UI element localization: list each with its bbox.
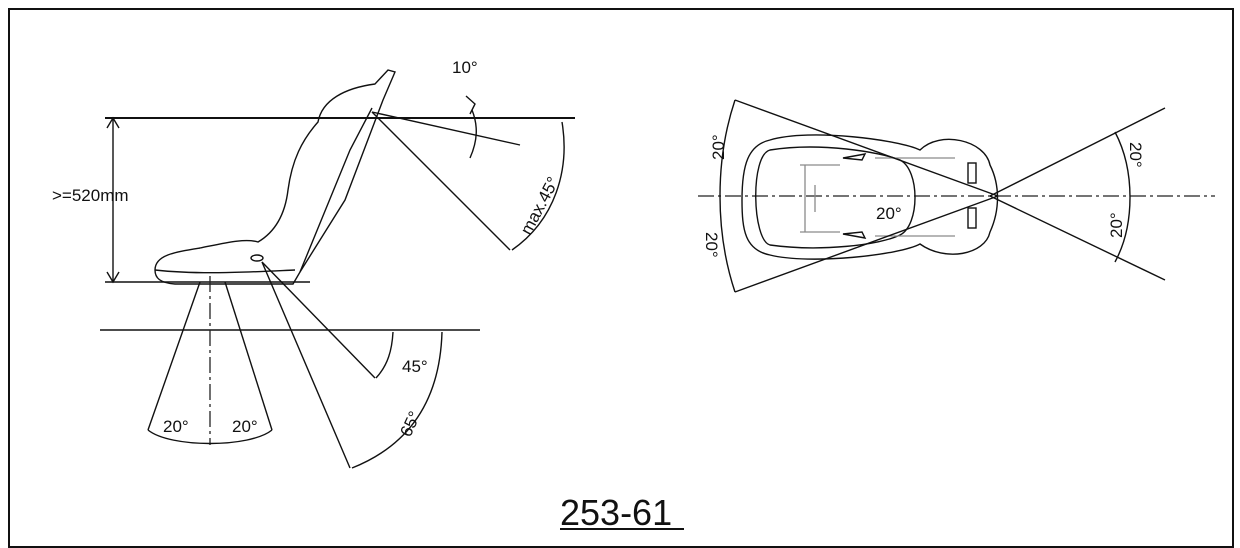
leg-right-angle-label: 20°: [232, 417, 258, 436]
leg-strap-right: [224, 281, 273, 431]
tilt-arrow: [465, 95, 476, 115]
height-arrow-bottom: [106, 271, 120, 284]
leg-left-angle-label: 20°: [163, 417, 189, 436]
leg-strap-left: [147, 281, 201, 431]
seat-inner-back: [299, 107, 373, 273]
seat-cushion-line: [154, 269, 296, 274]
headrest-outline: [800, 164, 840, 233]
rear-belt-arc: [719, 99, 736, 293]
front-belt-arc: [1114, 131, 1131, 263]
lap-belt-arc: [375, 331, 394, 379]
shoulder-harness-arc: [511, 121, 565, 251]
crotch-belt-line: [261, 261, 351, 469]
front-belt-upper: [989, 107, 1166, 197]
front-upper-angle-label: 20°: [1126, 142, 1145, 168]
front-lower-angle-label: 20°: [1107, 212, 1126, 238]
side-view: >=520mm 10° max.45° 45° 65° 20° 20°: [52, 58, 575, 469]
anchor-bar-lower: [967, 207, 977, 229]
seat-outline: [154, 69, 396, 285]
shoulder-harness-line: [371, 111, 511, 251]
top-view: 20° 20° 20° 20° 20°: [698, 99, 1215, 293]
figure-number: 253-61: [560, 492, 672, 533]
seat-inner-top: [755, 146, 916, 249]
rear-upper-angle-label: 20°: [709, 134, 728, 160]
center-angle-label: 20°: [876, 204, 902, 223]
leg-arc: [147, 429, 273, 445]
lap-belt-line: [261, 261, 376, 379]
rear-belt-lower: [734, 195, 999, 293]
front-belt-lower: [989, 195, 1166, 281]
rear-belt-upper: [734, 99, 999, 197]
height-arrow-top: [106, 116, 120, 129]
anchor-bar-upper: [967, 162, 977, 184]
tilt-angle-label: 10°: [452, 58, 478, 77]
figure-id: 253-61: [560, 492, 684, 533]
belt-guides: [842, 153, 867, 239]
seat-belt-diagram: >=520mm 10° max.45° 45° 65° 20° 20°: [52, 58, 1215, 533]
tilt-arc: [469, 109, 477, 159]
seat-outline-top: [741, 134, 999, 260]
crotch-belt-arc: [351, 331, 443, 469]
height-label: >=520mm: [52, 186, 129, 205]
backrest-tilt-line: [371, 111, 521, 146]
lap-belt-angle-label: 45°: [402, 357, 428, 376]
rear-lower-angle-label: 20°: [702, 232, 721, 258]
lap-belt-anchor-point: [250, 254, 264, 262]
shoulder-angle-label: max.45°: [517, 174, 563, 238]
